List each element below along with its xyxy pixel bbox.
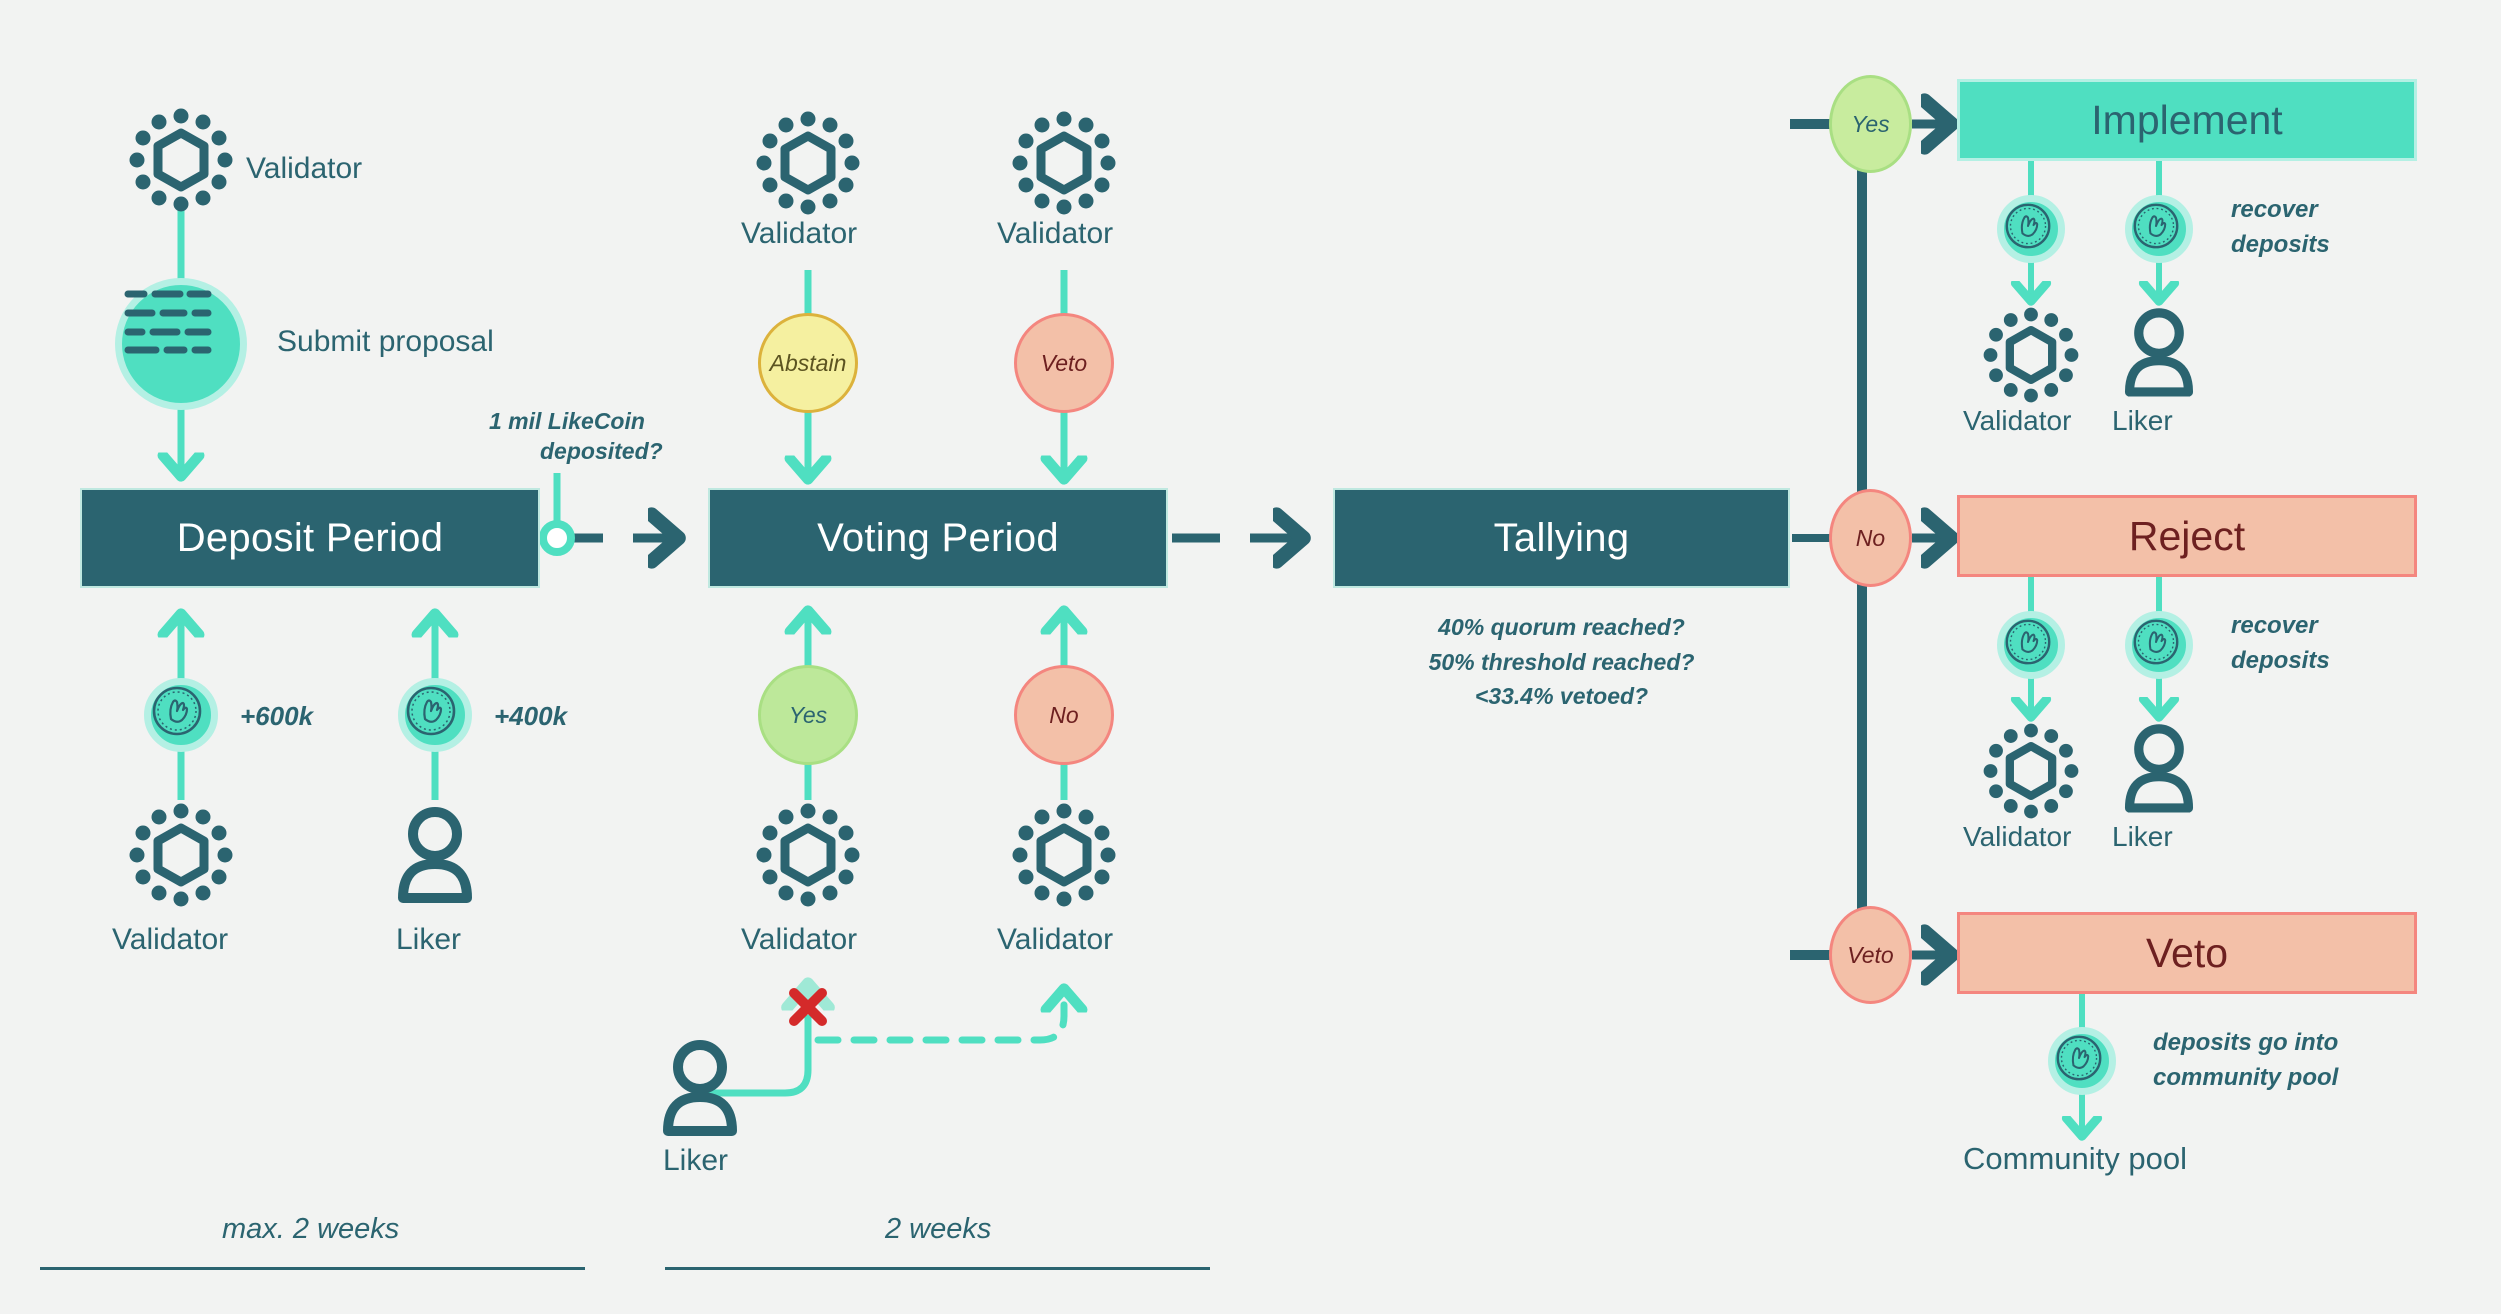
note-line-1: recover	[2231, 196, 2318, 223]
vote-label: No	[1049, 701, 1079, 728]
liker-icon	[663, 1040, 737, 1136]
likecoin-token-validator-deposit[interactable]	[144, 678, 218, 752]
likecoin-icon	[406, 686, 456, 736]
branch-condition-label: Yes	[1851, 110, 1890, 137]
note-line-1: deposits go into	[2153, 1029, 2339, 1056]
label-voting-validator-abstain: Validator	[741, 217, 858, 250]
label-deposit-gate-note-line2: deposited?	[540, 438, 663, 464]
label-community-pool: Community pool	[1963, 1141, 2187, 1176]
validator-icon	[1012, 111, 1116, 215]
liker-icon	[2124, 724, 2194, 813]
likecoin-token-community-pool[interactable]	[2048, 1027, 2116, 1095]
criterion-threshold: 50% threshold reached?	[1428, 648, 1695, 675]
likecoin-token-implement-liker[interactable]	[2125, 195, 2193, 263]
likecoin-token-reject-validator[interactable]	[1997, 611, 2065, 679]
phase-label: Voting Period	[817, 515, 1059, 560]
note-implement-recover-deposits: recover deposits	[2231, 193, 2330, 263]
validator-icon	[129, 803, 233, 907]
timeline-label-voting: 2 weeks	[885, 1213, 992, 1245]
branch-condition-no[interactable]: No	[1829, 489, 1912, 587]
label-voting-validator-yes: Validator	[741, 923, 858, 956]
phase-label: Tallying	[1493, 515, 1630, 560]
branch-condition-label: No	[1855, 524, 1886, 551]
note-reject-recover-deposits: recover deposits	[2231, 609, 2330, 679]
criterion-veto: <33.4% vetoed?	[1474, 683, 1649, 709]
vote-label: Yes	[788, 701, 828, 728]
timeline-rule-deposit	[40, 1267, 585, 1270]
likecoin-token-liker-deposit[interactable]	[398, 678, 472, 752]
connector-liker-to-yes-validator-blocked	[701, 991, 812, 1097]
validator-icon	[1983, 723, 2079, 819]
outcome-label: Implement	[2091, 96, 2283, 143]
label-voting-liker: Liker	[663, 1144, 729, 1177]
note-line-2: deposits	[2231, 230, 2330, 258]
criterion-quorum: 40% quorum reached?	[1438, 614, 1685, 640]
likecoin-icon	[2005, 619, 2051, 665]
label-deposit-amount-validator: +600k	[240, 701, 314, 731]
validator-icon	[756, 803, 860, 907]
label-deposit-liker: Liker	[396, 923, 462, 956]
label-voting-validator-no: Validator	[997, 923, 1114, 956]
outcome-box-veto[interactable]: Veto	[1957, 912, 2417, 994]
label-deposit-validator: Validator	[112, 923, 229, 956]
liker-icon	[2124, 308, 2194, 397]
likecoin-icon	[2005, 203, 2051, 249]
vote-circle-yes[interactable]: Yes	[758, 665, 858, 765]
note-line-1: recover	[2231, 612, 2318, 639]
validator-icon	[1983, 307, 2079, 403]
phase-box-tallying[interactable]: Tallying	[1333, 488, 1790, 588]
phase-label: Deposit Period	[176, 515, 444, 560]
liker-icon	[398, 807, 472, 903]
likecoin-token-implement-validator[interactable]	[1997, 195, 2065, 263]
x-mark-icon	[789, 988, 827, 1026]
outcome-label: Reject	[2128, 512, 2246, 559]
likecoin-icon	[2056, 1035, 2102, 1081]
outcome-label: Veto	[2145, 929, 2229, 976]
label-implement-liker: Liker	[2112, 405, 2173, 436]
label-reject-liker: Liker	[2112, 821, 2173, 852]
deposit-gate-node	[539, 520, 575, 556]
vote-circle-no[interactable]: No	[1014, 665, 1114, 765]
branch-condition-yes[interactable]: Yes	[1829, 75, 1912, 173]
outcome-box-reject[interactable]: Reject	[1957, 495, 2417, 577]
label-deposit-amount-liker: +400k	[494, 701, 568, 731]
label-voting-validator-veto: Validator	[997, 217, 1114, 250]
document-lines-icon	[124, 290, 212, 354]
phase-box-deposit[interactable]: Deposit Period	[80, 488, 540, 588]
likecoin-icon	[152, 686, 202, 736]
label-deposit-gate-note-line1: 1 mil LikeCoin	[489, 408, 645, 434]
submit-proposal-icon[interactable]	[115, 278, 247, 410]
note-line-2: deposits	[2231, 646, 2330, 674]
outcome-box-implement[interactable]: Implement	[1957, 79, 2417, 161]
label-submit-proposal: Submit proposal	[277, 325, 494, 358]
tallying-criteria: 40% quorum reached? 50% threshold reache…	[1333, 610, 1790, 714]
label-validator-submitter: Validator	[246, 152, 363, 185]
note-veto-community-pool: deposits go into community pool	[2153, 1026, 2338, 1096]
likecoin-icon	[2133, 203, 2179, 249]
note-line-2: community pool	[2153, 1063, 2339, 1091]
branch-condition-label: Veto	[1847, 941, 1894, 968]
label-reject-validator: Validator	[1963, 821, 2072, 852]
timeline-rule-voting	[665, 1267, 1210, 1270]
timeline-label-deposit: max. 2 weeks	[222, 1213, 400, 1245]
connector-liker-to-no-validator	[814, 990, 1064, 1044]
likecoin-token-reject-liker[interactable]	[2125, 611, 2193, 679]
label-implement-validator: Validator	[1963, 405, 2072, 436]
phase-box-voting[interactable]: Voting Period	[708, 488, 1168, 588]
branch-condition-veto[interactable]: Veto	[1829, 906, 1912, 1004]
validator-icon	[1012, 803, 1116, 907]
likecoin-icon	[2133, 619, 2179, 665]
validator-icon	[129, 108, 233, 212]
vote-label: Abstain	[769, 349, 847, 376]
vote-circle-abstain[interactable]: Abstain	[758, 313, 858, 413]
vote-label: Veto	[1040, 349, 1088, 376]
vote-circle-veto[interactable]: Veto	[1014, 313, 1114, 413]
validator-icon	[756, 111, 860, 215]
